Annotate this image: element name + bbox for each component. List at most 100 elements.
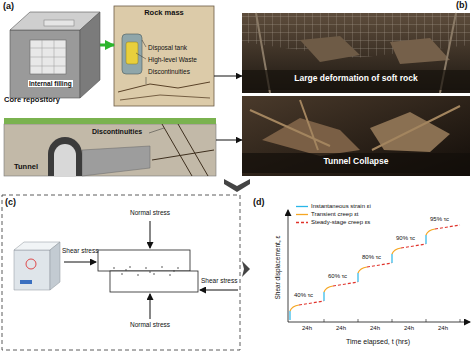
- axis-title: Shear displacement, ε: [274, 236, 281, 300]
- creep-chart-part: [290, 229, 435, 311]
- duration-label: 24h: [336, 325, 346, 332]
- tunnel-illustration-part: [4, 118, 216, 124]
- part-label: High-level Waste: [148, 56, 197, 63]
- photo-panel: Tunnel Collapse: [242, 96, 470, 176]
- stress-level: 80% τc: [362, 254, 381, 261]
- creep-chart-part: [299, 301, 324, 305]
- photo-soft-rock-part: [242, 13, 470, 93]
- part-label: Disposal tank: [148, 44, 187, 51]
- creep-chart-part: [299, 225, 460, 305]
- photo-soft-rock-part: [390, 38, 450, 64]
- photo-tunnel-collapse-part: [242, 96, 470, 176]
- core-repository-illustration-part: [80, 12, 100, 98]
- shear-specimen-part: [173, 270, 175, 272]
- node-label: Large deformation of soft rock: [294, 74, 417, 83]
- rock-mass-inset-part: [120, 95, 210, 100]
- shear-specimen-part: [113, 267, 115, 269]
- duration-label: 24h: [302, 325, 312, 332]
- tunnel-illustration-part: [4, 124, 216, 176]
- creep-chart-part: [324, 319, 460, 322]
- duration-label: 24h: [404, 325, 414, 332]
- creep-chart: [288, 210, 470, 322]
- tunnel-illustration-part: [82, 146, 150, 176]
- shear-specimen-part: [150, 294, 151, 319]
- shear-specimen-part: [110, 271, 198, 292]
- photo-panel: Large deformation of soft rock: [242, 13, 470, 93]
- stress-level: 90% τc: [396, 235, 415, 242]
- tunnel-illustration-part: [54, 144, 76, 176]
- panel-letter: (b): [456, 1, 468, 11]
- node-label: Normal stress: [130, 209, 170, 216]
- illustration-node: Core repository: [4, 6, 100, 110]
- shear-specimen-part: [125, 269, 127, 271]
- connector-arrow: [100, 44, 114, 47]
- shear-test-sketch: Normal stressShear stressShear stressNor…: [60, 206, 240, 332]
- sample-photo-part: [14, 250, 50, 290]
- connector-arrow: [214, 76, 242, 77]
- creep-chart-part: [333, 282, 358, 286]
- panel-c-frame-part: [2, 195, 240, 350]
- creep-chart-part: [392, 248, 401, 254]
- rock-mass-inset-part: [114, 6, 214, 106]
- panel-letter: (d): [253, 198, 265, 208]
- rock-mass-inset-part: [146, 77, 147, 84]
- creep-chart-part: [401, 244, 426, 248]
- legend-label: Instantaneous strain εi: [311, 203, 371, 210]
- shear-specimen-part: [169, 274, 171, 276]
- shear-specimen-part: [150, 221, 151, 248]
- stress-level: 60% τc: [328, 273, 347, 280]
- stress-level: 95% τc: [430, 216, 449, 223]
- node-label: Shear stress: [201, 277, 238, 284]
- part-label: Internal filling: [28, 80, 73, 87]
- legend-swatch: [296, 222, 308, 223]
- creep-chart-part: [426, 229, 435, 235]
- axis-title: Time elapsed, t (hrs): [346, 338, 410, 346]
- core-repository-illustration-part: [10, 30, 80, 98]
- creep-chart-part: [288, 322, 470, 323]
- shear-specimen-part: [98, 250, 190, 271]
- tunnel-illustration: [4, 118, 216, 176]
- core-repository-illustration-part: [30, 40, 66, 74]
- sample-photo: [14, 242, 60, 290]
- node-label: Rock mass: [144, 9, 184, 17]
- core-repository-illustration: [10, 12, 100, 98]
- photo-soft-rock-part: [242, 70, 470, 90]
- creep-chart-part: [425, 235, 426, 244]
- legend-label: Steady-stage creep εs: [311, 219, 370, 226]
- illustration-node: Tunnel: [4, 116, 216, 178]
- chevron: [224, 179, 250, 277]
- node-label: Shear stress: [62, 247, 99, 254]
- panel-letter: (a): [3, 2, 14, 12]
- creep-chart-part: [391, 254, 392, 263]
- connector-arrow: [216, 140, 242, 141]
- core-repository-illustration-part: [44, 20, 74, 26]
- photo-tunnel-collapse: [242, 96, 470, 176]
- creep-chart-part: [288, 210, 289, 322]
- node-label: Tunnel Collapse: [323, 157, 388, 166]
- legend-swatch: [296, 206, 308, 207]
- node-label: Core repository: [4, 96, 60, 104]
- rock-mass-inset-part: [118, 82, 210, 92]
- chevron-part: [242, 261, 250, 277]
- core-repository-illustration-part: [30, 40, 66, 74]
- panel-c-frame: [2, 195, 240, 350]
- rock-mass-inset-part: [122, 34, 142, 74]
- legend-label: Transient creep εt: [311, 211, 358, 218]
- part-label: Discontinuities: [92, 128, 142, 136]
- shear-specimen-part: [145, 267, 147, 269]
- shear-specimen-part: [129, 266, 131, 268]
- shear-specimen-part: [177, 267, 179, 269]
- legend-swatch: [296, 214, 308, 215]
- creep-chart-part: [358, 267, 367, 273]
- photo-tunnel-collapse-part: [250, 100, 460, 150]
- tunnel-illustration-part: [152, 124, 214, 176]
- sample-photo-part: [26, 259, 36, 269]
- shear-specimen-part: [153, 273, 155, 275]
- shear-specimen-part: [161, 266, 163, 268]
- duration-label: 24h: [438, 325, 448, 332]
- chevron-part: [224, 179, 250, 192]
- part-label: Discontinuities: [148, 68, 190, 75]
- tunnel-illustration-part: [48, 137, 82, 176]
